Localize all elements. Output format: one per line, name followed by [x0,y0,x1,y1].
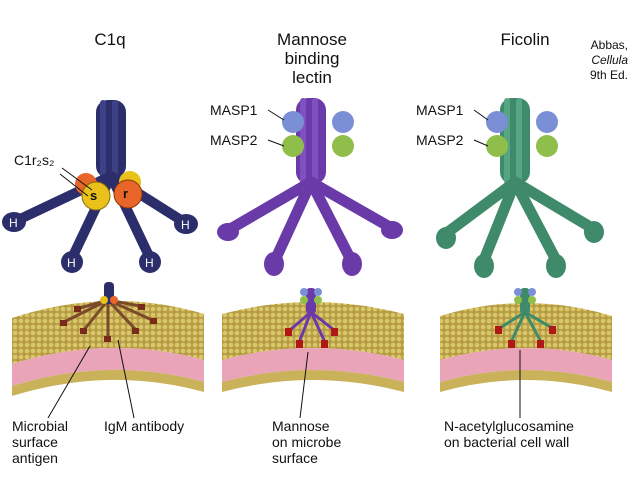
membrane-2 [222,302,404,392]
panel-title-c1q: C1q [94,30,126,49]
c1q-molecule [2,100,198,273]
leader-lines [47,109,521,419]
label-ficolin-masp1: MASP1 [416,102,464,118]
c1q-head-4 [174,214,198,234]
membrane-3 [440,303,612,392]
caption-igm-antibody: IgM antibody [104,418,185,434]
ficolin-masp1-left [486,111,508,133]
ficolin-bound [495,288,556,348]
c1q-head-1 [2,212,26,232]
source-credit: Abbas, Cellula 9th Ed. [589,38,628,82]
mbl-masp1-right [332,111,354,133]
caption-mannose: Mannose on microbe surface [272,418,342,466]
ficolin-molecule [436,98,604,278]
c1q-bound [60,282,157,342]
label-mbl-masp2: MASP2 [210,132,258,148]
label-h-4: H [181,218,190,232]
label-h-1: H [9,216,18,230]
mbl-masp2-right [332,135,354,157]
mbl-masp1-left [282,111,304,133]
caption-n-acetylglucosamine: N-acetylglucosamine on bacterial cell wa… [444,418,574,450]
label-h-3: H [145,256,154,270]
label-c1r: r [123,186,129,201]
ficolin-masp1-right [536,111,558,133]
mbl-molecule [217,98,403,276]
panel-title-ficolin: Ficolin [500,30,550,49]
label-ficolin-masp2: MASP2 [416,132,464,148]
c1s-sphere [81,181,111,211]
ficolin-masp2-left [486,135,508,157]
c1q-head-3 [139,251,161,273]
mbl-bound [285,288,338,348]
panel-title-mbl: Mannose binding lectin [277,30,347,87]
label-mbl-masp1: MASP1 [210,102,258,118]
mbl-masp2-left [282,135,304,157]
label-c1s: s [90,188,98,203]
label-h-2: H [67,256,76,270]
label-c1r2s2: C1r₂s₂ [14,152,55,168]
c1r-sphere [113,179,143,209]
c1q-head-2 [61,251,83,273]
ficolin-masp2-right [536,135,558,157]
caption-microbial-antigen: Microbial surface antigen [12,418,69,466]
